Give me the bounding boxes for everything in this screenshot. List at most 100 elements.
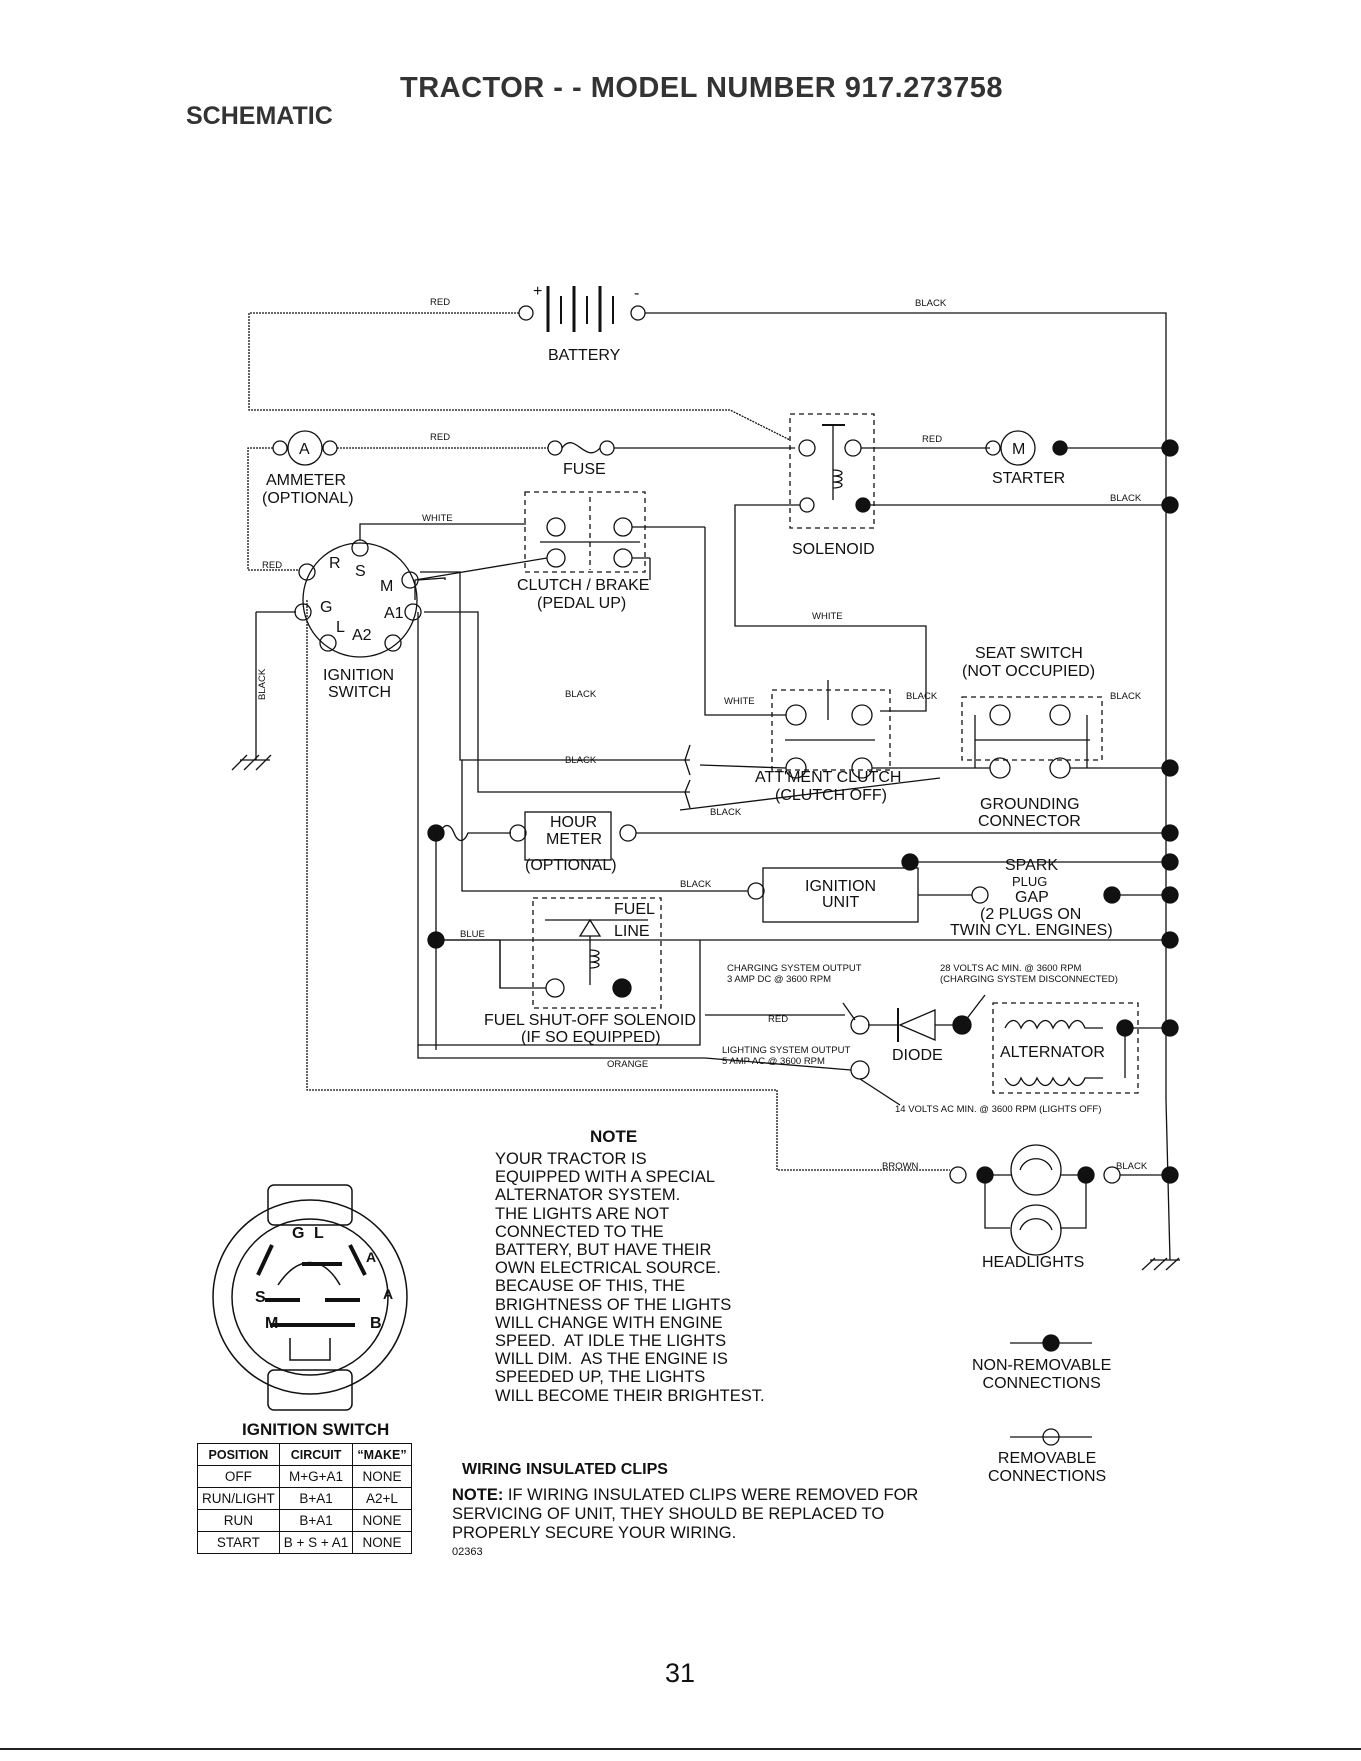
cell: NONE <box>352 1509 412 1532</box>
wire-black-label-8: BLACK <box>1116 1161 1148 1172</box>
wire-black-label-5: BLACK <box>906 691 938 702</box>
wire-black-label-4: BLACK <box>710 807 742 818</box>
spark-plug-label: SPARK <box>1005 857 1059 874</box>
wiring-clips-heading: WIRING INSULATED CLIPS <box>462 1461 668 1478</box>
cell: START <box>197 1531 280 1554</box>
starter-symbol-label: M <box>1012 441 1025 458</box>
wire-brown-label: BROWN <box>882 1161 919 1172</box>
ignition-term-l: L <box>336 619 345 636</box>
cell: NONE <box>352 1531 412 1554</box>
fuel-solenoid-sub-label: (IF SO EQUIPPED) <box>521 1029 661 1046</box>
cell: RUN/LIGHT <box>197 1487 280 1510</box>
wire-blue-label: BLUE <box>460 929 485 940</box>
legend-removable: REMOVABLE CONNECTIONS <box>988 1450 1107 1485</box>
ignition-term-m: M <box>380 578 393 595</box>
col-make: “MAKE” <box>352 1443 412 1466</box>
seat-switch-label: SEAT SWITCH <box>975 645 1083 662</box>
ammeter-optional-label: (OPTIONAL) <box>262 490 354 507</box>
fuel-line-label: FUEL <box>614 901 655 918</box>
table-row: OFF M+G+A1 NONE <box>197 1465 412 1488</box>
cell: OFF <box>197 1465 280 1488</box>
note-body: YOUR TRACTOR IS EQUIPPED WITH A SPECIAL … <box>495 1150 765 1405</box>
diode-label: DIODE <box>892 1047 943 1064</box>
charging-output-label: CHARGING SYSTEM OUTPUT <box>727 963 862 974</box>
ignition-term-s: S <box>355 563 366 580</box>
attachment-clutch-sub-label: (CLUTCH OFF) <box>775 787 887 804</box>
starter-symbol <box>1000 430 1036 466</box>
wire-black-label-2: BLACK <box>565 689 597 700</box>
wire-black-label: BLACK <box>915 298 947 309</box>
headlights-label: HEADLIGHTS <box>982 1254 1085 1271</box>
clutch-brake-sub-label: (PEDAL UP) <box>537 595 627 612</box>
lighting-output-label: LIGHTING SYSTEM OUTPUT <box>722 1045 851 1056</box>
cell: B+A1 <box>278 1487 354 1510</box>
fuel-line-label-2: LINE <box>614 923 650 940</box>
ignition-term-a1: A1 <box>384 605 404 622</box>
table-row: RUN/LIGHT B+A1 A2+L <box>197 1487 412 1510</box>
section-title: SCHEMATIC <box>186 102 333 130</box>
ignition-unit-label-2: UNIT <box>822 894 860 911</box>
cell: M+G+A1 <box>278 1465 354 1488</box>
fuel-solenoid-label: FUEL SHUT-OFF SOLENOID <box>484 1012 696 1029</box>
switch-face-m: M <box>265 1315 279 1332</box>
hour-meter-optional-label: (OPTIONAL) <box>525 857 617 874</box>
battery-label: BATTERY <box>548 347 621 364</box>
bottom-rule <box>0 1748 1361 1750</box>
ignition-switch-caption-2: SWITCH <box>328 684 392 701</box>
fuse-label: FUSE <box>563 461 606 478</box>
note-text: IF WIRING INSULATED CLIPS WERE REMOVED F… <box>452 1486 919 1542</box>
cell: NONE <box>352 1465 412 1488</box>
solenoid-label: SOLENOID <box>792 541 875 558</box>
table-row: RUN B+A1 NONE <box>197 1509 412 1532</box>
legend-non-removable: NON-REMOVABLE CONNECTIONS <box>972 1357 1112 1392</box>
wire-orange-label: ORANGE <box>607 1059 649 1070</box>
wire-red-label: RED <box>430 297 450 308</box>
hour-meter-label-2: METER <box>546 831 602 848</box>
charging-output-label-2: 3 AMP DC @ 3600 RPM <box>727 974 831 985</box>
ammeter-symbol <box>287 430 323 466</box>
note-label: NOTE: <box>452 1486 504 1504</box>
ignition-table-title: IGNITION SWITCH <box>242 1420 390 1439</box>
col-position: POSITION <box>197 1443 280 1466</box>
page-number: 31 <box>665 1658 696 1688</box>
wire-black-label-3: BLACK <box>565 755 597 766</box>
wire-black-label-7: BLACK <box>680 879 712 890</box>
seat-switch-sub-label: (NOT OCCUPIED) <box>962 663 1096 680</box>
wire-red-label-2: RED <box>768 1014 789 1025</box>
spark-plug-label-3: GAP <box>1015 889 1049 906</box>
wire-red-label: RED <box>922 434 942 445</box>
spark-plug-label-2: PLUG <box>1012 874 1048 889</box>
lighting-output-label-2: 5 AMP AC @ 3600 RPM <box>722 1056 825 1067</box>
grounding-connector-label-2: CONNECTOR <box>978 813 1081 830</box>
ignition-switch-table: POSITION CIRCUIT “MAKE” OFF M+G+A1 NONE … <box>197 1443 412 1554</box>
ignition-term-g: G <box>320 599 332 616</box>
cell: B + S + A1 <box>278 1531 354 1554</box>
ammeter-label: AMMETER <box>266 472 346 489</box>
switch-face-l: L <box>314 1225 324 1242</box>
battery-minus: - <box>634 285 639 302</box>
ignition-switch-caption: IGNITION <box>323 667 395 684</box>
ammeter-symbol-label: A <box>299 441 310 458</box>
cell: RUN <box>197 1509 280 1532</box>
volts14-label: 14 VOLTS AC MIN. @ 3600 RPM (LIGHTS OFF) <box>895 1104 1102 1115</box>
ignition-unit-label: IGNITION <box>805 878 877 895</box>
cell: A2+L <box>352 1487 412 1510</box>
wire-white-label-2: WHITE <box>812 611 843 622</box>
switch-face-a1: A <box>366 1249 377 1265</box>
switch-face-g: G <box>292 1225 305 1242</box>
col-circuit: CIRCUIT <box>278 1443 354 1466</box>
ignition-switch-face <box>212 1184 408 1411</box>
volts28-label-2: (CHARGING SYSTEM DISCONNECTED) <box>940 974 1118 985</box>
spark-plug-label-4: (2 PLUGS ON <box>980 906 1082 923</box>
grounding-connector-label: GROUNDING <box>980 796 1080 813</box>
battery-plus: + <box>533 283 542 300</box>
volts28-label: 28 VOLTS AC MIN. @ 3600 RPM <box>940 963 1082 974</box>
wire-black-label: BLACK <box>1110 493 1142 504</box>
page-title: TRACTOR - - MODEL NUMBER 917.273758 <box>400 72 1004 104</box>
wire-black-vertical: BLACK <box>257 668 268 700</box>
switch-face-s: S <box>255 1289 266 1306</box>
wire-red-label: RED <box>262 560 282 571</box>
note-heading: NOTE <box>590 1127 638 1146</box>
wire-black-label-6: BLACK <box>1110 691 1142 702</box>
